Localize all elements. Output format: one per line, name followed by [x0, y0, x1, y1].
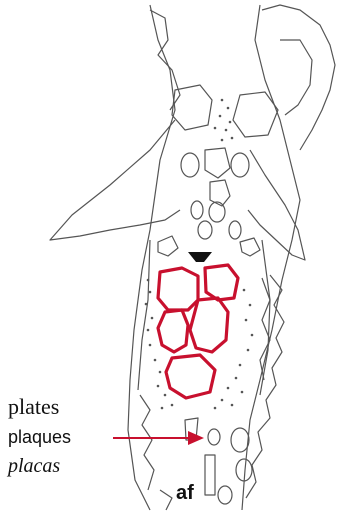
- highlighted-plates: [158, 265, 238, 398]
- plate-4: [190, 298, 228, 352]
- plate-5: [166, 355, 215, 398]
- label-english: plates: [8, 394, 59, 420]
- plate-3: [158, 310, 188, 352]
- mouth-mark: [188, 252, 212, 262]
- label-french: plaques: [8, 427, 71, 448]
- plate-2: [205, 265, 238, 300]
- plate-1: [158, 268, 198, 310]
- figure-code: af: [176, 482, 194, 505]
- pointer-arrow: [113, 431, 204, 445]
- label-spanish: placas: [8, 455, 60, 478]
